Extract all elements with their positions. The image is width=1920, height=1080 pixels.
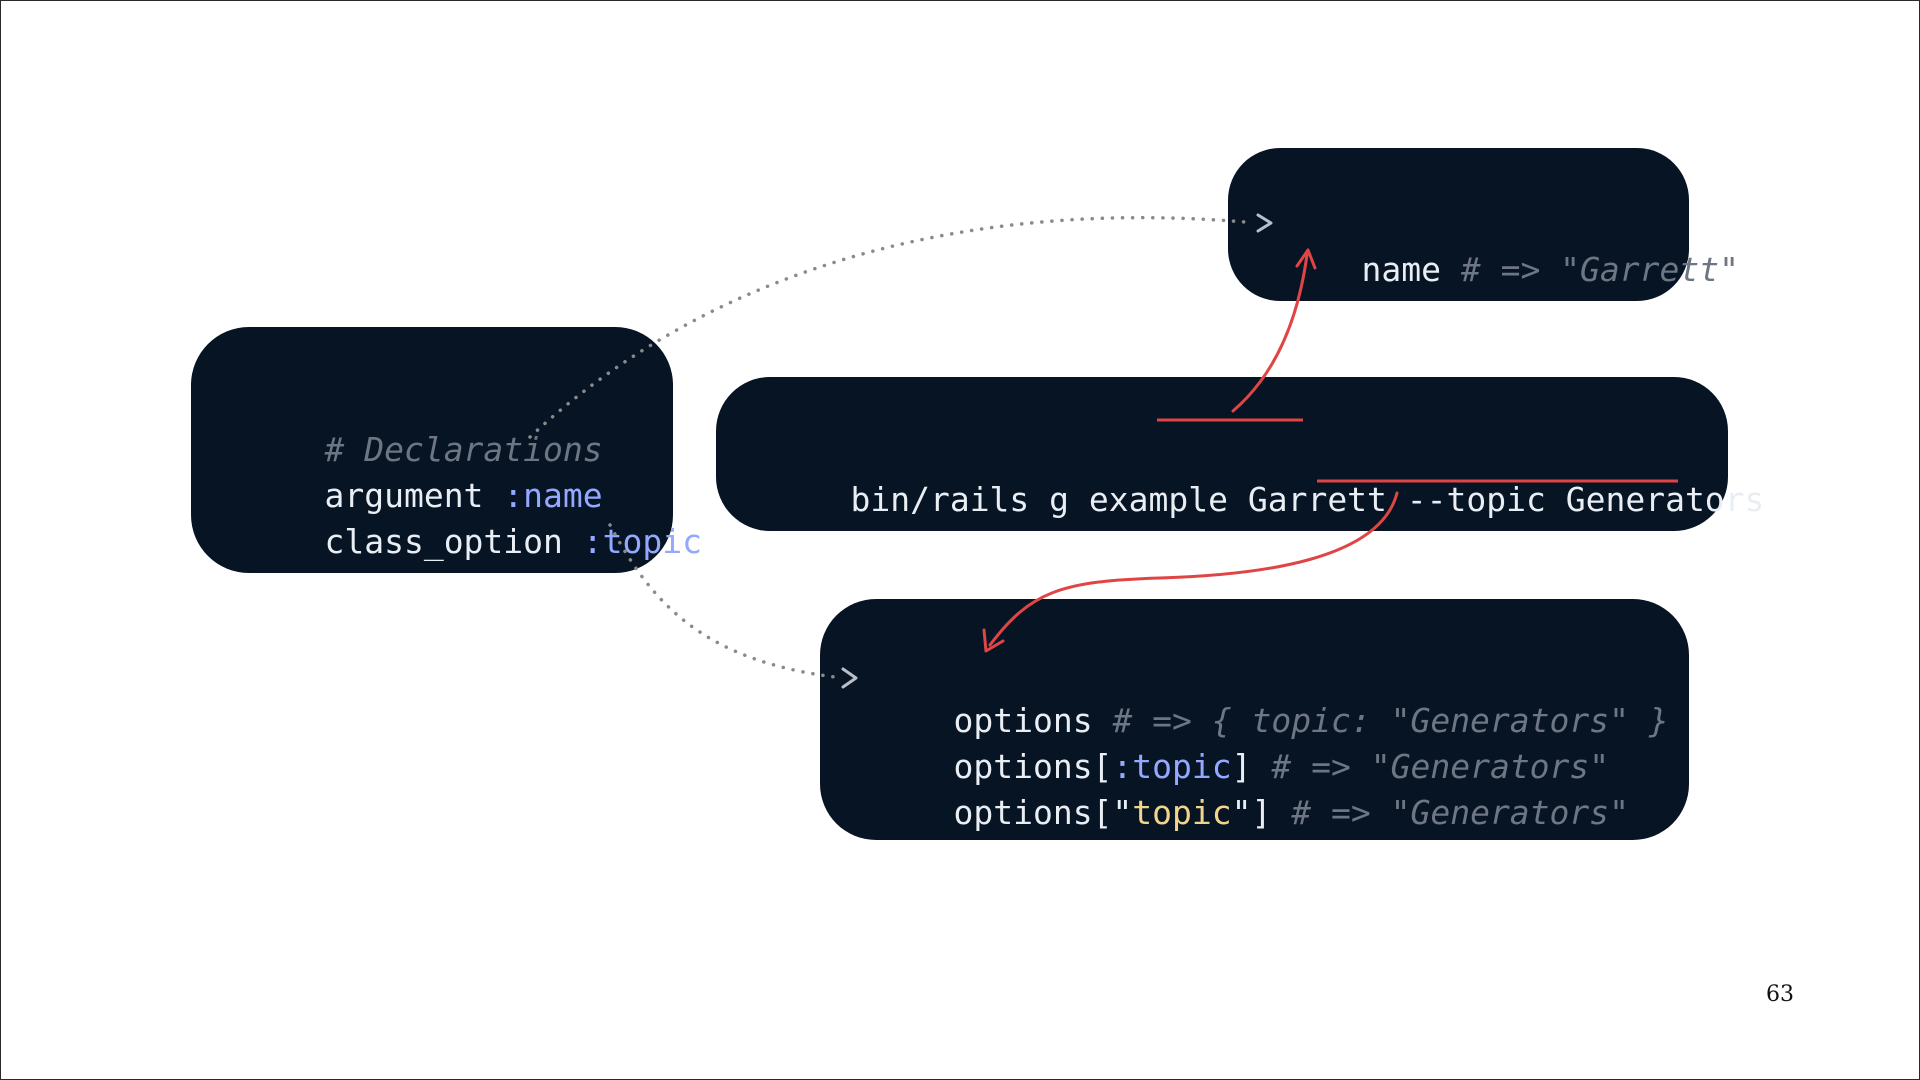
options-symbol-access-prefix: options[ (953, 747, 1113, 786)
command-argument-garrett: Garrett (1247, 480, 1387, 519)
argument-name-symbol: :name (503, 476, 603, 515)
dotted-connector-name (528, 215, 1247, 439)
options-line-1: options # => { topic: "Generators" } (874, 652, 1669, 790)
name-result-comment: # => "Garrett" (1460, 250, 1739, 289)
options-symbol-access-suffix: ] (1231, 747, 1252, 786)
page-number: 63 (1766, 982, 1794, 1007)
options-string-access-prefix: options[" (953, 793, 1133, 832)
name-method: name (1361, 250, 1441, 289)
garrett-arrowhead (1295, 248, 1317, 270)
command-line: bin/rails g example Garrett --topic Gene… (771, 431, 1764, 569)
name-result-line: name # => "Garrett" (1282, 201, 1739, 339)
topic-option-arrowhead (982, 628, 1005, 653)
command-prefix: bin/rails g example (850, 480, 1248, 519)
argument-keyword: argument (324, 476, 484, 515)
options-method: options (953, 701, 1093, 740)
options-line-3: options["topic"] # => "Generators" (874, 744, 1629, 882)
class-option-line: class_option :topic (245, 473, 702, 611)
declarations-comment-line: # Declarations (245, 381, 603, 519)
argument-line: argument :name (245, 427, 603, 565)
declarations-code-box: # Declarations argument :name class_opti… (191, 327, 702, 573)
options-code-box: options # => { topic: "Generators" } opt… (820, 599, 1689, 840)
garrett-highlight-arrow (1231, 253, 1309, 413)
options-topic-string: topic (1132, 793, 1232, 832)
class-option-topic-symbol: :topic (582, 522, 702, 561)
command-topic-option: --topic Generators (1406, 480, 1765, 519)
options-symbol-access-comment: # => "Generators" (1271, 747, 1610, 786)
dotted-arrowhead-topic (841, 667, 858, 689)
command-code-box: bin/rails g example Garrett --topic Gene… (716, 377, 1764, 531)
declarations-comment: # Declarations (324, 430, 603, 469)
options-line-2: options[:topic] # => "Generators" (874, 698, 1609, 836)
dotted-connector-topic (608, 523, 837, 679)
options-string-access-suffix: "] (1231, 793, 1272, 832)
class-option-keyword: class_option (324, 522, 563, 561)
options-topic-symbol: :topic (1112, 747, 1232, 786)
options-string-access-comment: # => "Generators" (1291, 793, 1630, 832)
dotted-arrowhead-name (1256, 213, 1273, 233)
topic-option-highlight-arrow (988, 491, 1399, 647)
options-hash-comment: # => { topic: "Generators" } (1112, 701, 1669, 740)
